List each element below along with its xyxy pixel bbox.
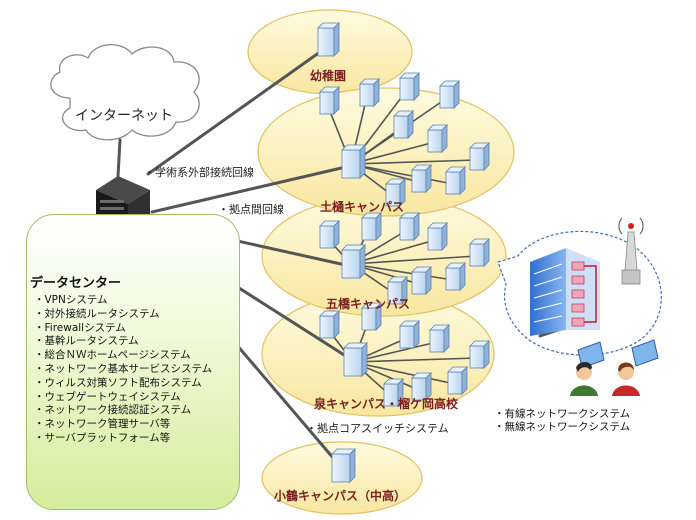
user-with-laptop-icon [570, 341, 605, 396]
edge-switch [319, 86, 340, 115]
edge-switch [469, 142, 490, 171]
system-item: ネットワーク管理サーバ等 [34, 418, 212, 432]
edge-switch [393, 110, 414, 139]
system-item: VPNシステム [34, 294, 212, 308]
system-item: ネットワーク接続認証システム [34, 404, 212, 418]
link-tsuchidoi [150, 164, 352, 214]
edge-switch [411, 164, 432, 193]
edge-switch [385, 178, 406, 207]
link-internet [116, 138, 122, 178]
campus-label-itsutsubashi: 五橋キャンパス [325, 297, 411, 311]
edge-switch [411, 372, 432, 401]
user-with-laptop-icon [612, 339, 659, 396]
core-switch [331, 448, 356, 483]
system-item: サーバプラットフォーム等 [34, 432, 212, 446]
system-item: ネットワーク基本サービスシステム [34, 363, 213, 377]
data-center-system-list: VPNシステム 対外接続ルータシステム Firewallシステム 基幹ルータシス… [34, 294, 213, 446]
edge-switch [439, 80, 460, 109]
edge-switch [445, 166, 466, 195]
edge-switch [399, 320, 420, 349]
core-switch [341, 144, 366, 179]
campus-label-izumi: 泉キャンパス・榴ケ岡高校 [313, 397, 459, 411]
system-item: Firewallシステム [34, 322, 212, 336]
edge-switch [469, 340, 490, 369]
system-item: ウェブゲートウェイシステム [34, 391, 212, 405]
building-icon [530, 248, 600, 336]
edge-switch [399, 72, 420, 101]
edge-switch [361, 302, 382, 331]
system-item: ウィルス対策ソフト配布システム [34, 377, 212, 391]
data-center-title: データセンター [30, 276, 122, 291]
core-switch [343, 342, 368, 377]
core-switch [317, 22, 340, 57]
core-switch [341, 244, 366, 279]
edge-switch [469, 238, 490, 267]
edge-switch [445, 262, 466, 291]
edge-switch [319, 310, 340, 339]
inter-site-link-label: ・拠点間回線 [218, 203, 284, 216]
campus-label-tsuchidoi: 土樋キャンパス [319, 200, 405, 214]
network-system-list: 有線ネットワークシステム 無線ネットワークシステム [494, 408, 631, 434]
edge-switch [427, 124, 448, 153]
internet-label: インターネット [75, 108, 173, 124]
campus-label-kotsuru: 小鶴キャンパス（中高） [273, 489, 407, 503]
link-kindergarten [146, 50, 322, 176]
cloud-icon [50, 44, 200, 141]
system-item: 基幹ルータシステム [34, 335, 212, 349]
edge-switch [447, 366, 468, 395]
system-item: 対外接続ルータシステム [34, 308, 212, 322]
core-switch-label: ・拠点コアスイッチシステム [306, 422, 449, 435]
antenna-icon [618, 217, 644, 285]
edge-switch [411, 266, 432, 295]
network-system-item: 無線ネットワークシステム [494, 421, 631, 434]
academic-link-label: ・学術系外部接続回線 [144, 166, 254, 179]
edge-switch [361, 212, 382, 241]
network-system-item: 有線ネットワークシステム [494, 408, 631, 421]
edge-switch [383, 378, 404, 407]
edge-switch [429, 324, 450, 353]
edge-switch [387, 276, 408, 305]
campus-label-kindergarten: 幼稚園 [309, 69, 347, 83]
edge-switch [359, 78, 380, 107]
system-item: 総合ＮＷホームページシステム [34, 349, 212, 363]
edge-switch [427, 222, 448, 251]
edge-switch [399, 212, 420, 241]
edge-switch [319, 220, 340, 249]
floor-switch-stack [571, 261, 597, 327]
